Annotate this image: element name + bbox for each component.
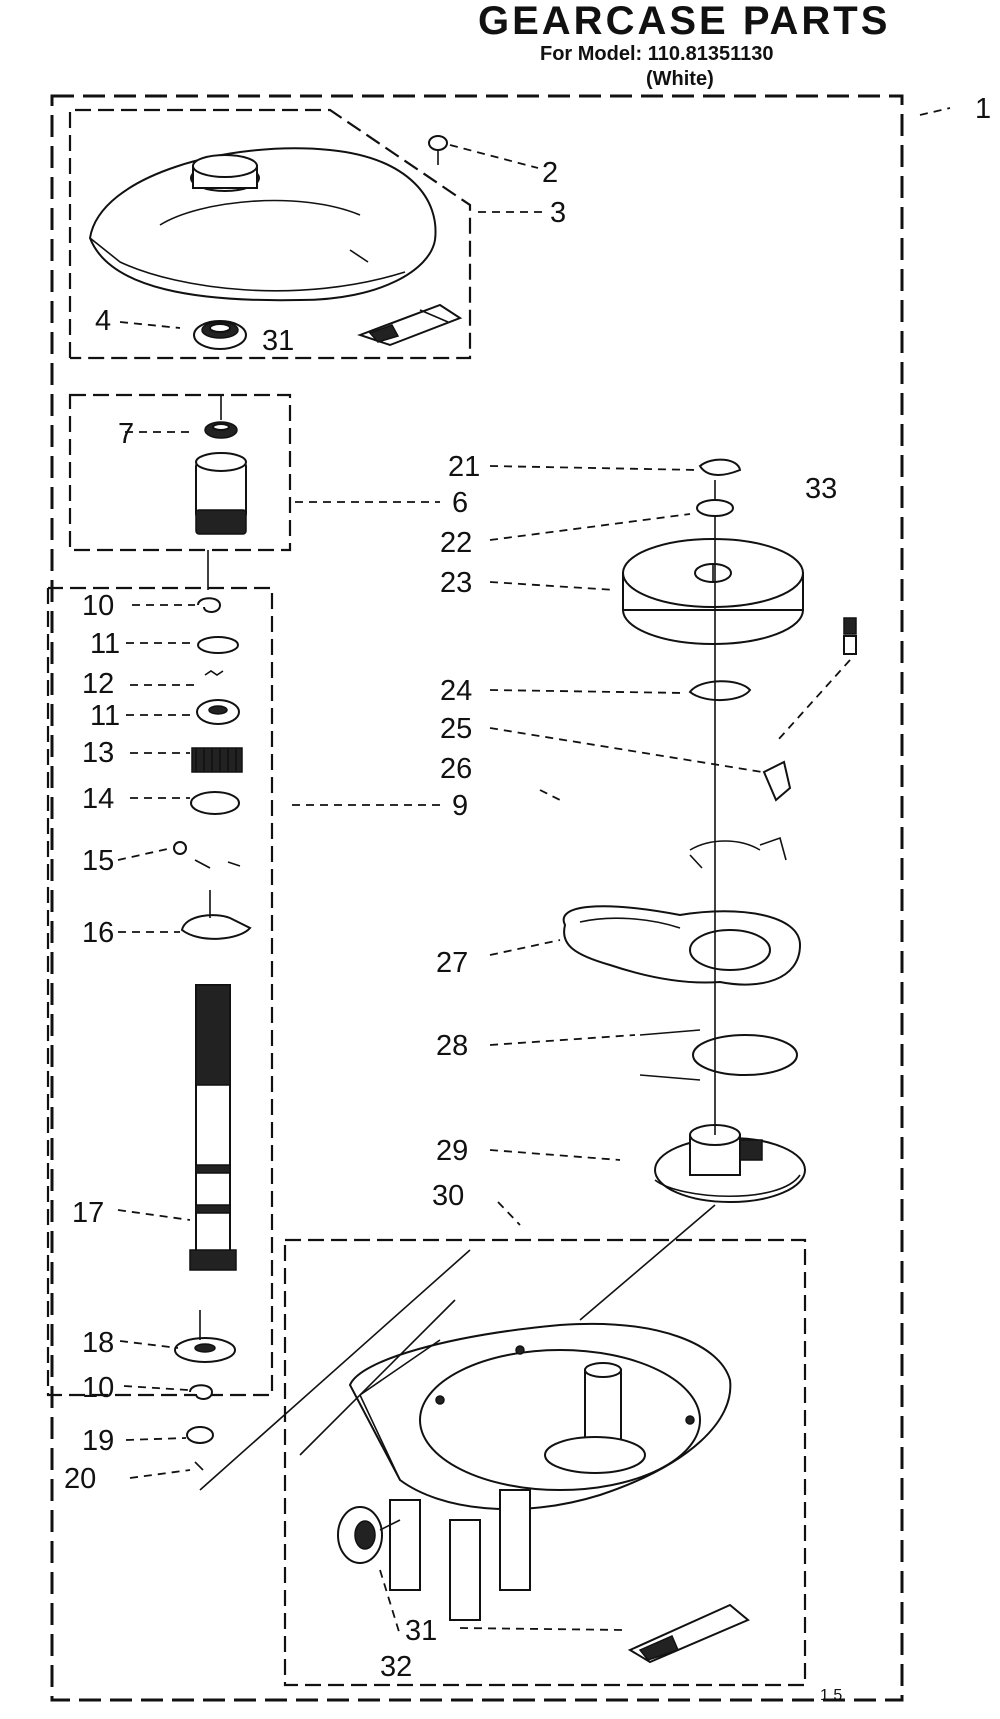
callout-32: 32 bbox=[380, 1651, 412, 1683]
crank-part bbox=[689, 836, 787, 869]
callout-7: 7 bbox=[118, 418, 134, 450]
callout-23: 23 bbox=[440, 567, 472, 599]
callout-22: 22 bbox=[440, 527, 472, 559]
gear-ring-part bbox=[639, 1029, 798, 1081]
spacer-part bbox=[688, 680, 752, 702]
callout-26: 26 bbox=[440, 753, 472, 785]
callout-9: 9 bbox=[452, 790, 468, 822]
connecting-arm-part bbox=[562, 905, 802, 986]
callout-11-lower: 11 bbox=[90, 700, 120, 732]
retaining-ring-part-bottom bbox=[189, 1384, 214, 1400]
callout-21: 21 bbox=[448, 451, 480, 483]
callout-16: 16 bbox=[82, 917, 114, 949]
washer-hole bbox=[208, 705, 228, 715]
screw-part bbox=[428, 135, 448, 165]
cover-seal-part bbox=[193, 320, 247, 350]
callout-1: 1 bbox=[975, 93, 991, 125]
page-mark: 1 5 bbox=[820, 1687, 842, 1704]
callout-28: 28 bbox=[436, 1030, 468, 1062]
callout-14: 14 bbox=[82, 783, 114, 815]
color-line: (White) bbox=[646, 68, 714, 90]
callout-10-bottom: 10 bbox=[82, 1372, 114, 1404]
shaft-group-frame bbox=[46, 586, 274, 1397]
shaft-to-base-leader-1 bbox=[199, 1249, 471, 1491]
callout-12: 12 bbox=[82, 668, 114, 700]
callout-18: 18 bbox=[82, 1327, 114, 1359]
callout-31-top: 31 bbox=[262, 325, 294, 357]
callout-31-bottom: 31 bbox=[405, 1615, 437, 1647]
gearcase-base-frame bbox=[283, 1238, 807, 1687]
bearing-part bbox=[194, 1461, 204, 1471]
shift-fork-part bbox=[180, 914, 252, 940]
gear-washer-part bbox=[696, 499, 734, 517]
spring-part bbox=[204, 670, 224, 676]
outer-assembly-frame bbox=[50, 94, 904, 1702]
lubricant-tube-part-bottom bbox=[627, 1603, 750, 1664]
callout-33: 33 bbox=[805, 473, 837, 505]
diagram-title: GEARCASE PARTS bbox=[478, 0, 890, 43]
shaft-to-base-leader-2 bbox=[299, 1299, 456, 1456]
bearing-washer-part bbox=[190, 791, 240, 815]
drive-pulley-part bbox=[195, 395, 247, 535]
callout-24: 24 bbox=[440, 675, 472, 707]
idler-link-part bbox=[762, 760, 792, 802]
leader-lines bbox=[117, 107, 951, 1636]
callout-3: 3 bbox=[550, 197, 566, 229]
drive-shaft-part bbox=[189, 984, 237, 1271]
seal-part bbox=[186, 1426, 214, 1444]
callout-10-top: 10 bbox=[82, 590, 114, 622]
pinion-gear-part bbox=[191, 747, 243, 773]
pinion-gear-part-29 bbox=[654, 1124, 806, 1203]
callout-19: 19 bbox=[82, 1425, 114, 1457]
gearcase-housing-part bbox=[348, 1322, 732, 1621]
callout-6: 6 bbox=[452, 487, 468, 519]
callout-25: 25 bbox=[440, 713, 472, 745]
gear-to-base-leader bbox=[579, 1204, 716, 1321]
callout-15: 15 bbox=[82, 845, 114, 877]
callout-20: 20 bbox=[64, 1463, 96, 1495]
model-number-line: For Model: 110.81351130 bbox=[540, 43, 773, 65]
pin-part-33 bbox=[777, 617, 857, 741]
callout-29: 29 bbox=[436, 1135, 468, 1167]
retaining-ring-part-top bbox=[197, 597, 222, 613]
callout-2: 2 bbox=[542, 157, 558, 189]
callout-27: 27 bbox=[436, 947, 468, 979]
callout-11-top: 11 bbox=[90, 628, 120, 660]
lubricant-tube-part-top bbox=[357, 303, 463, 347]
shift-pin-part bbox=[173, 841, 241, 869]
pulley-nut-part bbox=[204, 421, 238, 439]
callout-13: 13 bbox=[82, 737, 114, 769]
main-drive-gear-part bbox=[622, 538, 804, 645]
roller-wheel-part bbox=[337, 1506, 401, 1564]
callout-17: 17 bbox=[72, 1197, 104, 1229]
gearcase-cover-part bbox=[88, 147, 437, 302]
callout-4: 4 bbox=[95, 305, 111, 337]
callout-30: 30 bbox=[432, 1180, 464, 1212]
pulley-group-frame bbox=[68, 393, 292, 552]
nut-cap-part bbox=[698, 458, 742, 476]
callout-numbers: 1 2 3 4 31 7 6 10 11 12 11 13 14 9 15 16… bbox=[64, 93, 991, 1683]
thrust-washer-part-top bbox=[197, 636, 239, 654]
cam-washer-part bbox=[174, 1310, 236, 1363]
